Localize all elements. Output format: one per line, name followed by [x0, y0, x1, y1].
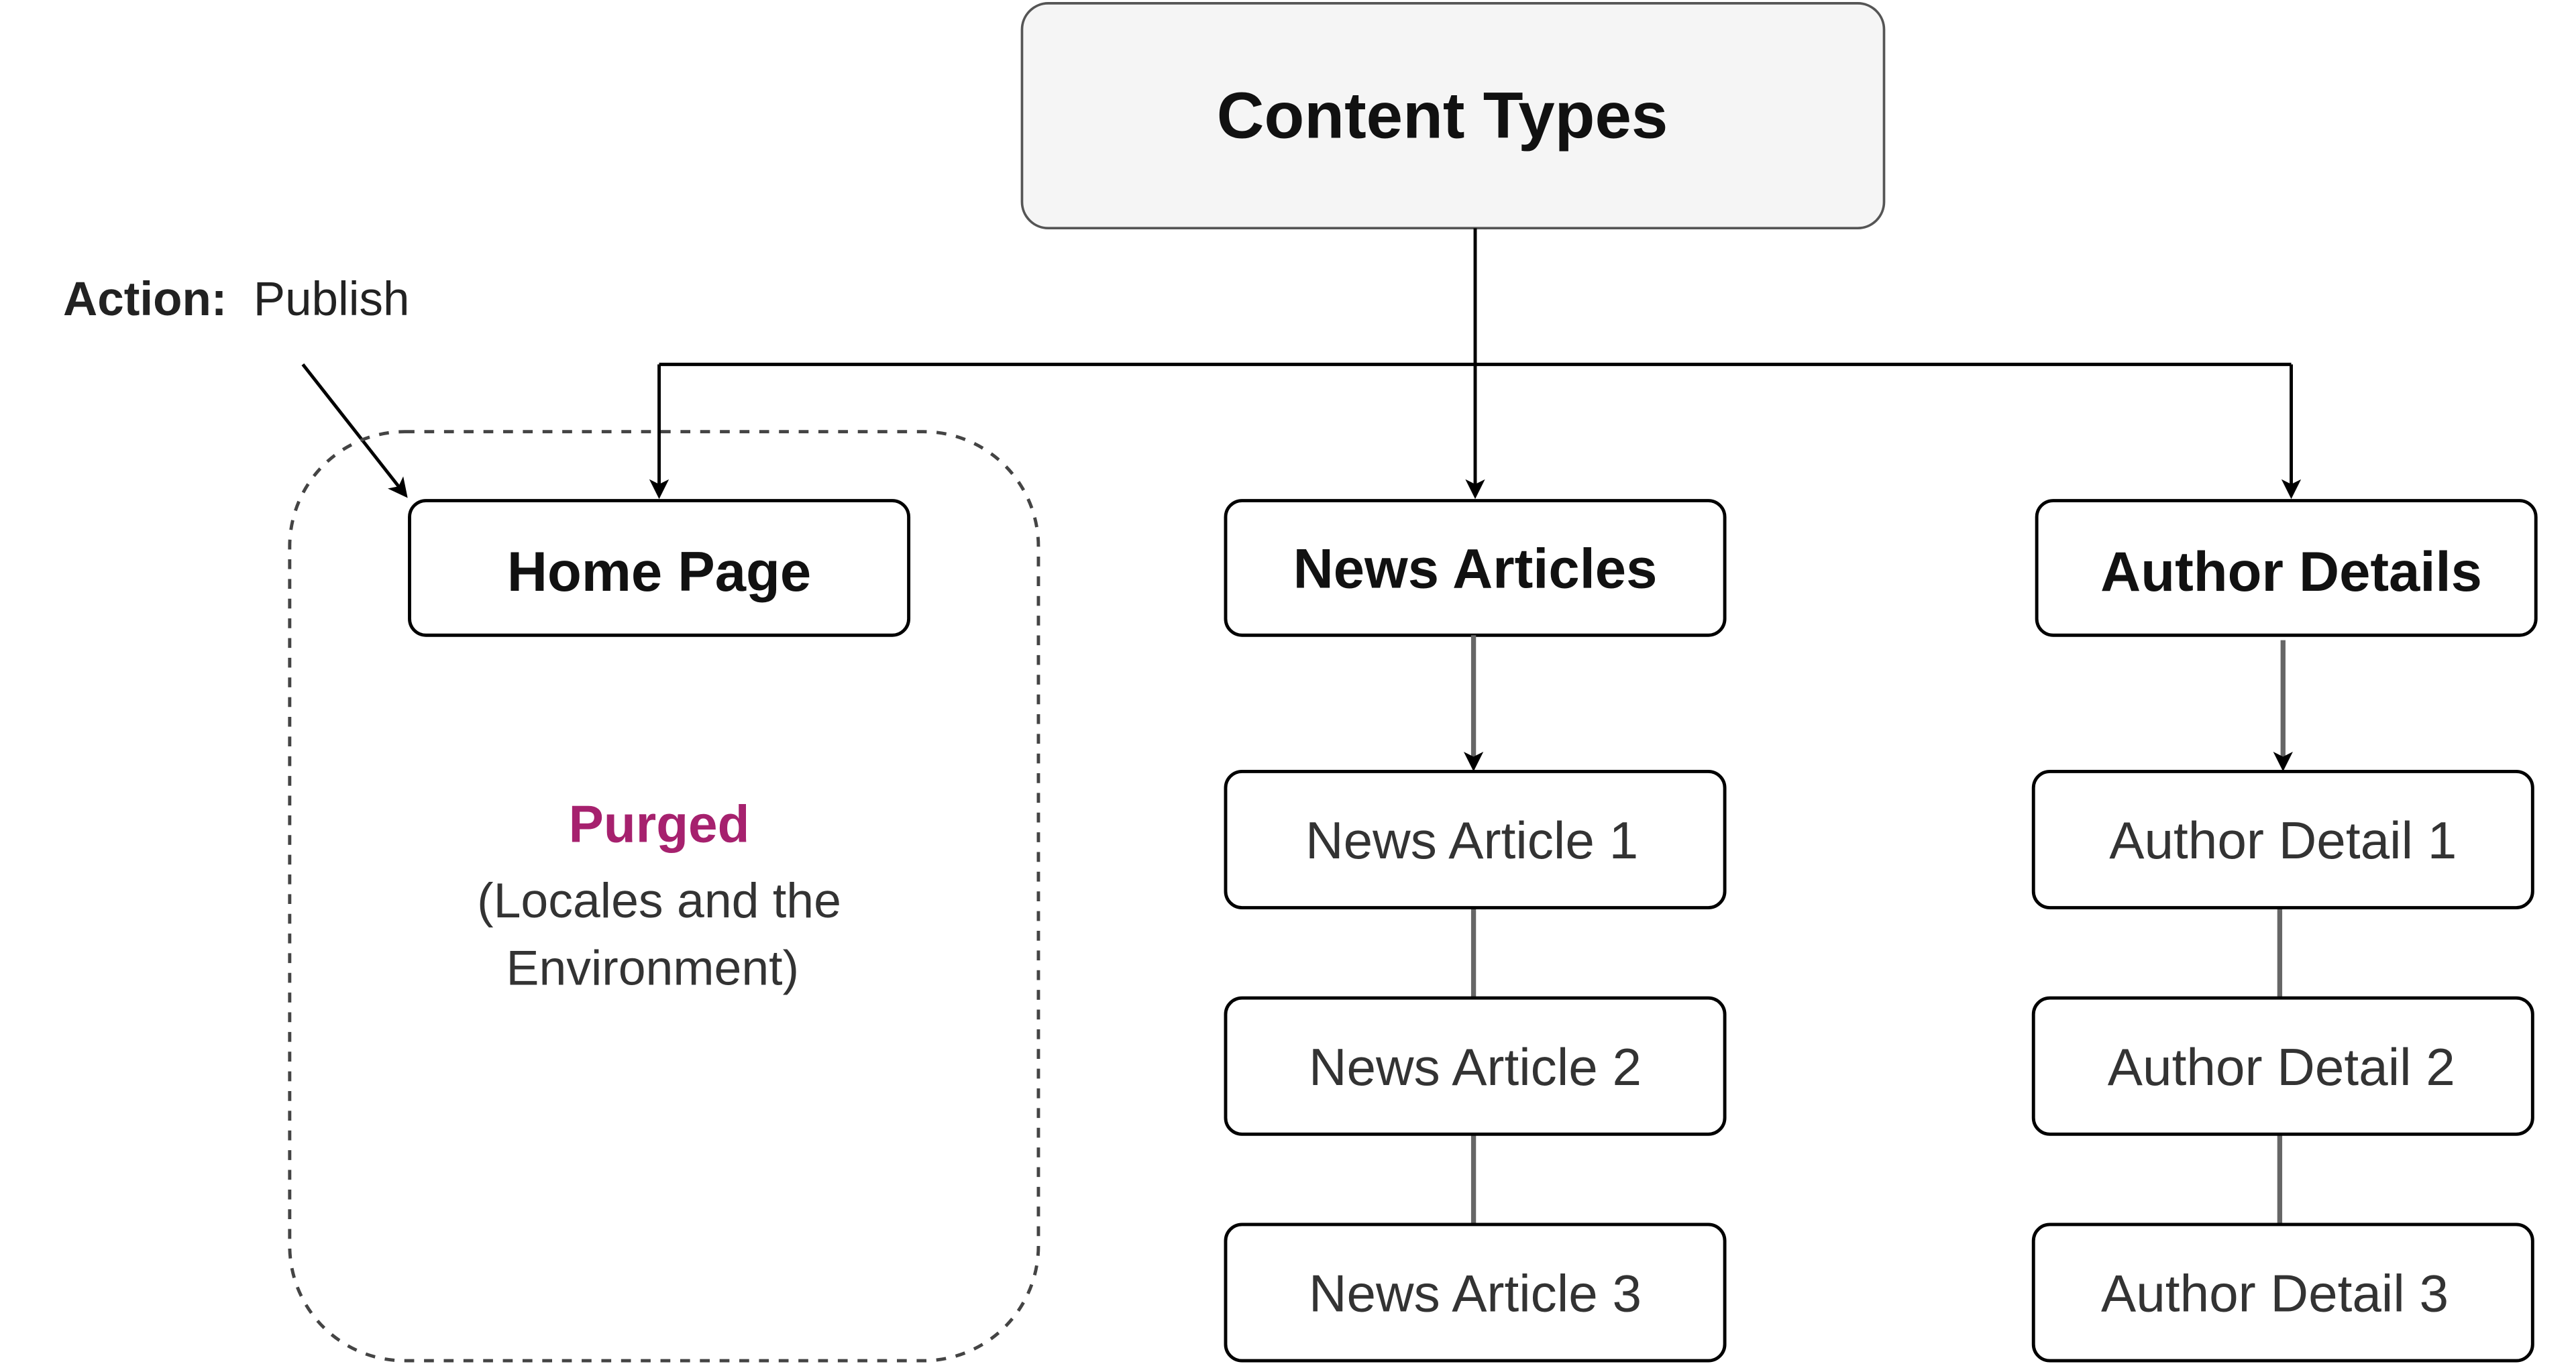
- author-detail-2: Author Detail 2: [2031, 996, 2534, 1136]
- news-article-1: News Article 1: [1224, 769, 1727, 910]
- action-value: Publish: [254, 273, 410, 326]
- author-detail-3: Author Detail 3: [2031, 1223, 2534, 1363]
- home-page-label: Home Page: [507, 541, 811, 603]
- author-detail-1-label: Author Detail 1: [2109, 811, 2457, 870]
- purged-note-line1: (Locales and the: [477, 873, 841, 928]
- author-detail-1: Author Detail 1: [2031, 769, 2534, 910]
- tree-connectors: [649, 228, 2302, 500]
- purged-status: Purged: [569, 795, 750, 854]
- news-article-3-label: News Article 3: [1309, 1264, 1642, 1323]
- news-article-2: News Article 2: [1224, 996, 1727, 1136]
- author-details-node: Author Details: [2035, 499, 2538, 637]
- author-detail-3-label: Author Detail 3: [2101, 1264, 2449, 1323]
- purged-note-line2: Environment): [506, 941, 799, 996]
- news-articles-label: News Articles: [1293, 537, 1658, 600]
- author-detail-2-label: Author Detail 2: [2108, 1037, 2455, 1096]
- content-types-node: Content Types: [1020, 2, 1886, 230]
- home-page-node: Home Page: [408, 499, 911, 637]
- purged-note: Purged (Locales and the Environment): [477, 795, 841, 996]
- news-articles-branch: News Articles News Article 1 News Articl…: [1224, 499, 1727, 1363]
- svg-text:Action: Publish: Action: Publish: [63, 273, 409, 326]
- author-details-branch: Author Details Author Detail 1 Author De…: [2031, 499, 2538, 1363]
- annotation-arrow: [301, 363, 408, 498]
- news-article-1-label: News Article 1: [1305, 811, 1638, 870]
- news-articles-node: News Articles: [1224, 499, 1727, 637]
- news-article-3: News Article 3: [1224, 1223, 1727, 1363]
- purged-scope-group: [288, 430, 1040, 1363]
- action-label: Action:: [63, 273, 227, 326]
- author-details-label: Author Details: [2100, 541, 2482, 603]
- action-annotation: Action: Publish: [63, 273, 410, 498]
- content-types-label: Content Types: [1217, 78, 1668, 152]
- news-article-2-label: News Article 2: [1309, 1037, 1642, 1096]
